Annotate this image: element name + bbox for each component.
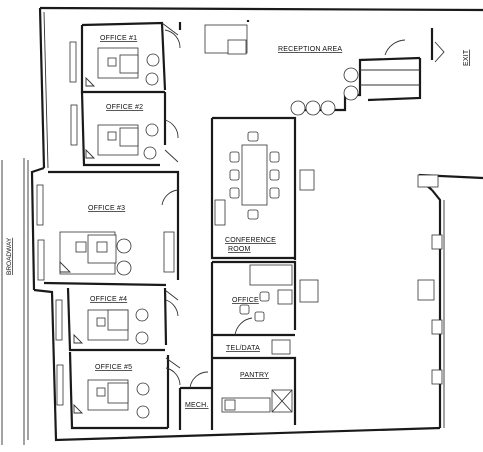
pantry-label: PANTRY — [240, 372, 269, 379]
west-windows — [36, 41, 78, 406]
conference-room-label-line1: CONFERENCE — [225, 237, 276, 244]
office-walls — [43, 21, 181, 430]
core-office-furniture — [239, 264, 293, 322]
office-3-furniture — [59, 231, 175, 276]
office-4-furniture — [73, 308, 149, 345]
street-label: BROADWAY — [6, 237, 13, 275]
office-label: OFFICE — [232, 297, 259, 304]
exterior-walls — [30, 6, 483, 442]
tel-data-fixture — [271, 339, 291, 355]
office-4-label: OFFICE #4 — [90, 296, 127, 303]
office-3-label: OFFICE #3 — [88, 205, 125, 212]
doors — [161, 29, 406, 389]
conference-furniture — [214, 131, 280, 226]
office-1-furniture — [85, 47, 160, 87]
exit-label: EXIT — [463, 49, 470, 66]
office-2-label: OFFICE #2 — [106, 104, 143, 111]
pantry-fixtures — [221, 389, 293, 413]
office-5-furniture — [73, 379, 150, 419]
conference-room-label-line2: ROOM — [228, 246, 251, 253]
street-edge — [1, 158, 29, 445]
columns — [299, 169, 443, 385]
mech-label: MECH. — [185, 402, 209, 409]
office-5-label: OFFICE #5 — [95, 364, 132, 371]
office-2-furniture — [85, 123, 159, 160]
office-1-label: OFFICE #1 — [100, 35, 137, 42]
tel-data-label: TEL/DATA — [226, 345, 260, 352]
reception-furniture — [204, 24, 445, 116]
reception-area-label: RECEPTION AREA — [278, 46, 342, 53]
